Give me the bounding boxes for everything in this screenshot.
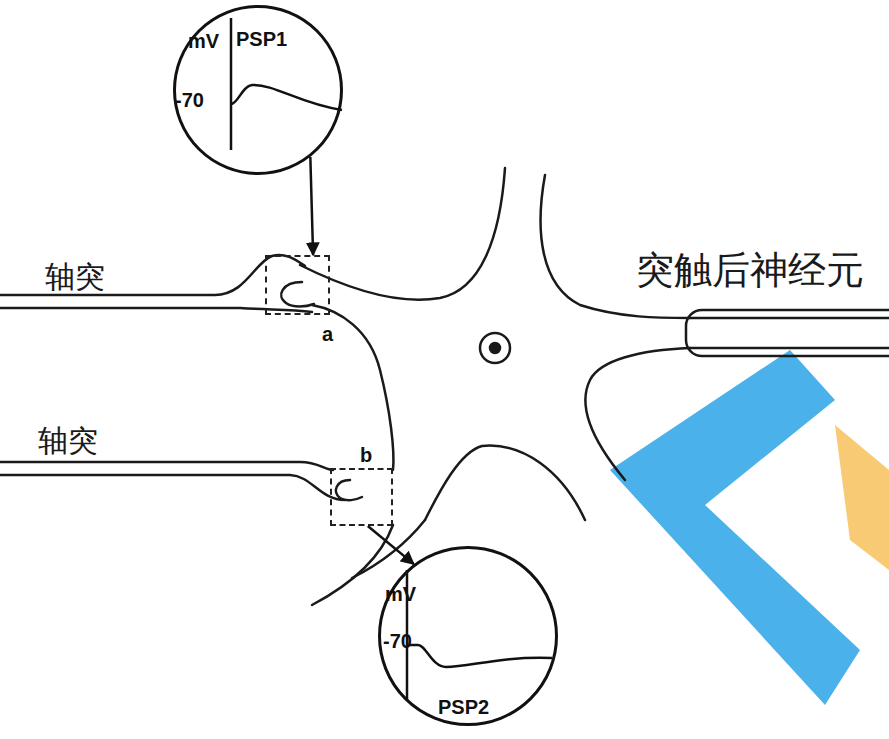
connector-group (368, 526, 414, 564)
synapse-region: b (330, 468, 393, 526)
axon-membrane (690, 318, 889, 348)
dendrite (352, 520, 425, 578)
nucleus (480, 333, 510, 363)
axon-membrane (0, 255, 305, 295)
part-label: 轴突 (38, 424, 98, 457)
recording-circle: mV -70PSP2 (378, 546, 558, 726)
synaptic-knob (336, 480, 362, 500)
recording-circle: mV PSP1 -70 (173, 5, 343, 175)
pointer-arrow (310, 157, 313, 255)
synaptic-knob (281, 282, 314, 307)
nucleolus (490, 343, 500, 353)
watermark-orange (835, 425, 889, 570)
circle-outline (380, 548, 557, 725)
dendrite (300, 168, 505, 300)
node-text: mV (385, 583, 416, 605)
node-text: a (322, 323, 333, 345)
myelin-sheath (686, 310, 889, 356)
part-label: 轴突 (45, 260, 105, 293)
circle-outline (175, 7, 342, 174)
node-text: -70 (175, 89, 204, 111)
axon-membrane (0, 462, 333, 470)
soma-membrane (585, 348, 690, 480)
ipsp-trace (407, 645, 552, 667)
node-text: b (360, 444, 372, 466)
neuron-outline (0, 168, 889, 605)
dendrite (425, 446, 585, 520)
part-label: 突触后神经元 (636, 250, 864, 292)
axon-membrane (0, 475, 345, 500)
potential-plots (231, 18, 552, 700)
watermark-blue (610, 350, 860, 705)
connector-group (310, 157, 313, 255)
synapse-region: a (265, 255, 330, 315)
soma-membrane (312, 305, 393, 470)
dendrite (312, 525, 393, 605)
node-text: -70 (383, 630, 412, 652)
node-text: mV (188, 30, 219, 52)
epsp-trace (231, 85, 342, 110)
watermark (610, 350, 889, 705)
voltage-axis (230, 18, 233, 150)
node-text: PSP2 (438, 696, 489, 718)
node-text: PSP1 (236, 28, 287, 50)
dendrite (541, 175, 690, 318)
pointer-arrow (368, 526, 414, 564)
